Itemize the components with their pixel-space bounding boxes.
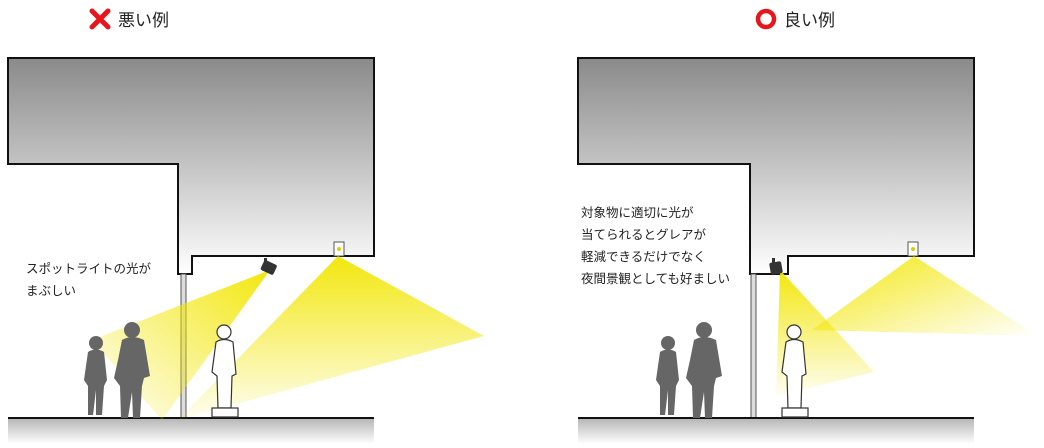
caption-line: まぶしい [26,283,77,298]
pedestrian-silhouettes [656,322,722,418]
building-section [577,57,975,275]
floor-slab [8,418,374,444]
good-example-title: 良い例 [784,11,835,31]
statue-outline [211,324,239,418]
caption-line: スポットライトの光が [26,261,152,276]
cross-icon [89,8,111,29]
downlight-beam [178,256,484,420]
spotlight-fixture [260,258,277,275]
statue-outline [781,324,809,418]
caption-line: 夜間景観としても好ましい [581,271,731,286]
caption-line: 軽減できるだけでなく [581,249,706,264]
building-section [7,57,375,275]
good-example-caption: 対象物に適切に光が 当てられるとグレアが 軽減できるだけでなく 夜間景観としても… [581,202,730,290]
pedestrian-silhouettes [84,322,150,418]
bad-example-panel: 悪い例 [7,6,484,444]
caption-line: 当てられるとグレアが [581,227,707,242]
bad-example-heading: 悪い例 [88,6,169,31]
good-example-panel: 良い例 [522,0,1044,448]
good-example-heading: 良い例 [754,6,835,31]
downlight-beam [812,256,1038,336]
bad-example-title: 悪い例 [118,11,169,31]
circle-icon [755,8,777,29]
good-example-illustration [577,57,1038,444]
floor-slab [578,418,974,444]
glass-column [750,273,757,419]
bad-example-caption: スポットライトの光が まぶしい [26,258,151,302]
bad-example-illustration [7,57,484,444]
caption-line: 対象物に適切に光が [581,205,694,220]
spotlight-fixture [769,258,783,275]
